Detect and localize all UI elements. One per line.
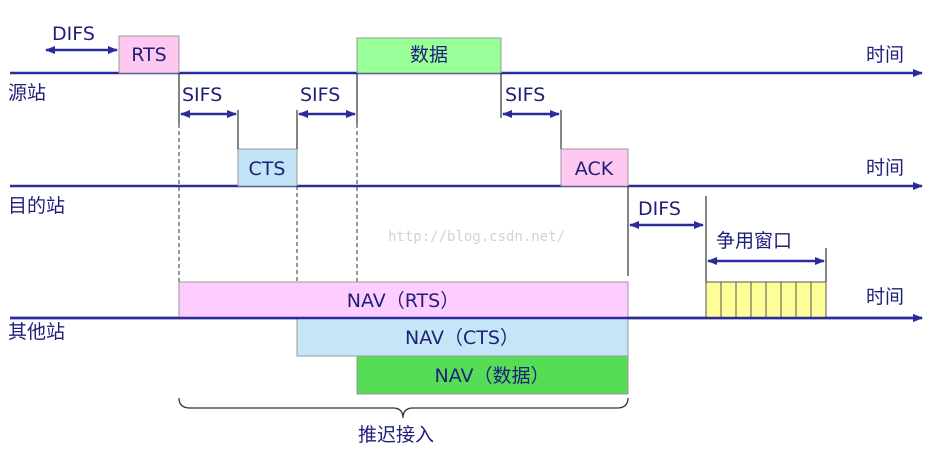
data-frame bbox=[356, 37, 502, 74]
nav-cts-label: NAV（CTS） bbox=[405, 327, 519, 349]
contention-window-slots bbox=[705, 281, 827, 319]
nav-data-label: NAV（数据） bbox=[435, 365, 550, 387]
nav-rts-label: NAV（RTS） bbox=[347, 290, 459, 312]
others-time-label: 时间 bbox=[866, 286, 904, 308]
deferred-access-label: 推迟接入 bbox=[358, 424, 434, 446]
nav-rts-bar bbox=[178, 281, 629, 319]
source-station-label: 源站 bbox=[8, 82, 46, 104]
nav-data-bar bbox=[356, 355, 629, 395]
contention-window-label: 争用窗口 bbox=[716, 230, 792, 252]
difs-label-after-ack: DIFS bbox=[638, 198, 681, 220]
ack-frame bbox=[560, 148, 629, 187]
sifs-2-label: SIFS bbox=[300, 84, 340, 106]
source-time-label: 时间 bbox=[866, 44, 904, 66]
watermark: http://blog.csdn.net/ bbox=[388, 229, 565, 245]
cts-frame-label: CTS bbox=[249, 158, 286, 180]
slot-7 bbox=[795, 281, 812, 319]
slot-3 bbox=[735, 281, 752, 319]
difs-label-source: DIFS bbox=[52, 23, 95, 45]
deferred-access-brace bbox=[178, 397, 629, 419]
slot-4 bbox=[750, 281, 767, 319]
slot-8 bbox=[810, 281, 827, 319]
data-frame-label: 数据 bbox=[410, 44, 448, 66]
slot-1 bbox=[705, 281, 722, 319]
destination-station-label: 目的站 bbox=[8, 195, 65, 217]
rts-frame-label: RTS bbox=[131, 44, 167, 66]
destination-time-label: 时间 bbox=[866, 157, 904, 179]
ack-frame-label: ACK bbox=[575, 158, 614, 180]
cts-frame bbox=[237, 148, 298, 187]
slot-6 bbox=[780, 281, 797, 319]
rts-frame bbox=[118, 35, 180, 74]
sifs-3-label: SIFS bbox=[505, 84, 545, 106]
slot-2 bbox=[720, 281, 737, 319]
slot-5 bbox=[765, 281, 782, 319]
others-station-label: 其他站 bbox=[8, 321, 65, 343]
sifs-1-label: SIFS bbox=[182, 84, 222, 106]
